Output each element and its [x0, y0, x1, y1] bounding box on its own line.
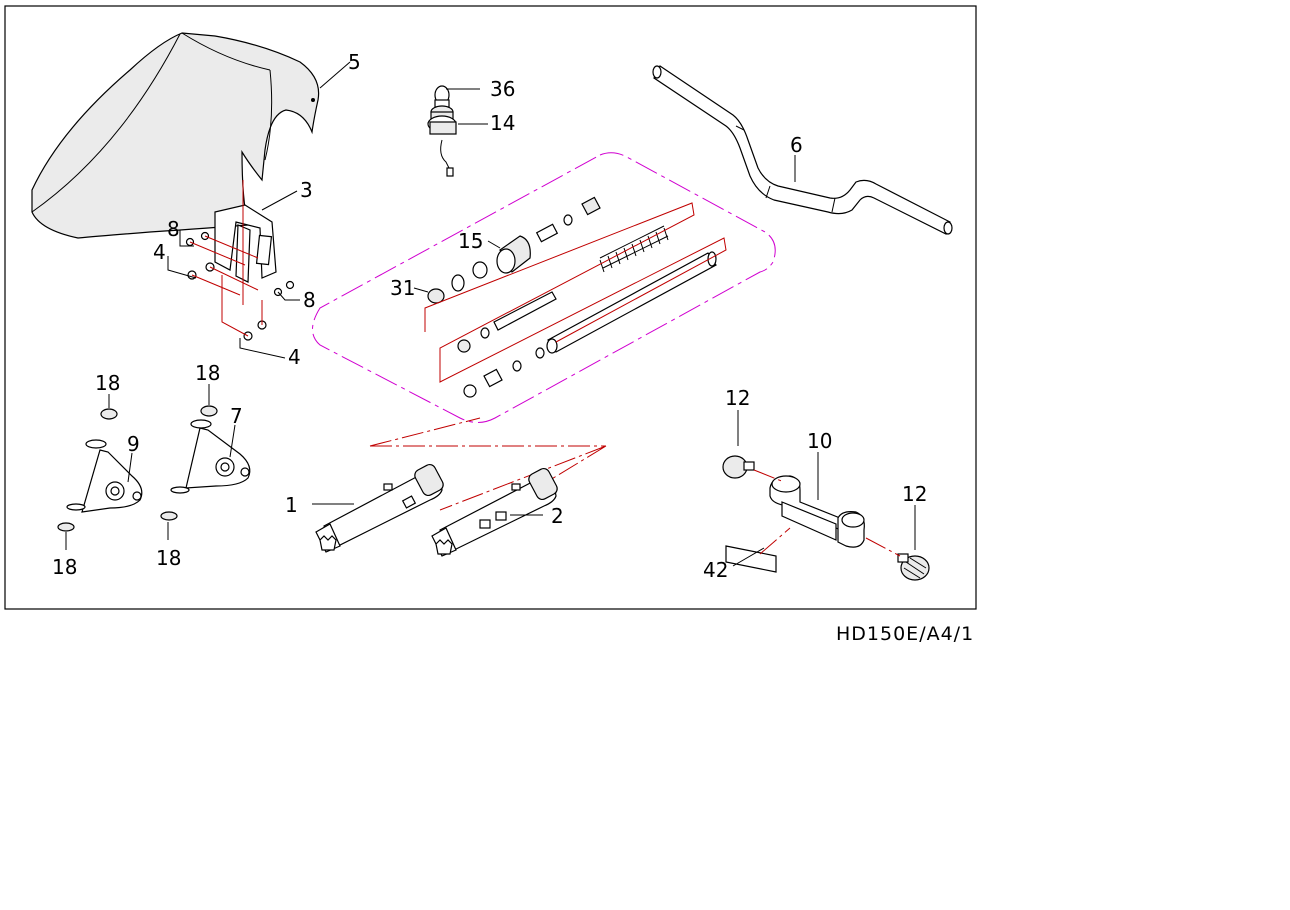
- callout-14: 14: [490, 111, 515, 135]
- callout-5: 5: [348, 50, 361, 74]
- callout-8-top: 8: [167, 217, 180, 241]
- drawing-code: HD150E/A4/1: [836, 623, 974, 645]
- callout-10: 10: [807, 429, 832, 453]
- callout-15: 15: [458, 229, 483, 253]
- stem-nut-part: [427, 85, 457, 177]
- diagram-frame: [4, 5, 977, 610]
- callout-leaders: [65, 61, 916, 567]
- callout-12-right: 12: [902, 482, 927, 506]
- headlight-bracket-left-part: [57, 408, 143, 532]
- callout-4-bottom: 4: [288, 345, 301, 369]
- headlight-bracket-right-part: [160, 405, 251, 521]
- handlebar-part: [652, 65, 953, 235]
- callout-18-c: 18: [52, 555, 77, 579]
- callout-8-bottom: 8: [303, 288, 316, 312]
- callout-3: 3: [300, 178, 313, 202]
- mudguard-bracket-part: [214, 180, 277, 305]
- callout-18-b: 18: [195, 361, 220, 385]
- fork-internals-group-outline: [312, 152, 776, 423]
- callout-6: 6: [790, 133, 803, 157]
- reflector-bracket-part: [722, 455, 930, 581]
- callout-36: 36: [490, 77, 515, 101]
- callout-31: 31: [390, 276, 415, 300]
- front-fender-part: [31, 32, 320, 239]
- callout-9: 9: [127, 432, 140, 456]
- fork-leg-leaders: [369, 417, 607, 511]
- callout-12-left: 12: [725, 386, 750, 410]
- callout-2: 2: [551, 504, 564, 528]
- callout-42: 42: [703, 558, 728, 582]
- callout-1: 1: [285, 493, 298, 517]
- callout-18-d: 18: [156, 546, 181, 570]
- callout-18-a: 18: [95, 371, 120, 395]
- fork-leg-left-part: [315, 463, 444, 553]
- callout-4-top: 4: [153, 240, 166, 264]
- fork-internals-part: [424, 196, 727, 398]
- callout-7: 7: [230, 404, 243, 428]
- fork-leg-right-part: [431, 467, 558, 557]
